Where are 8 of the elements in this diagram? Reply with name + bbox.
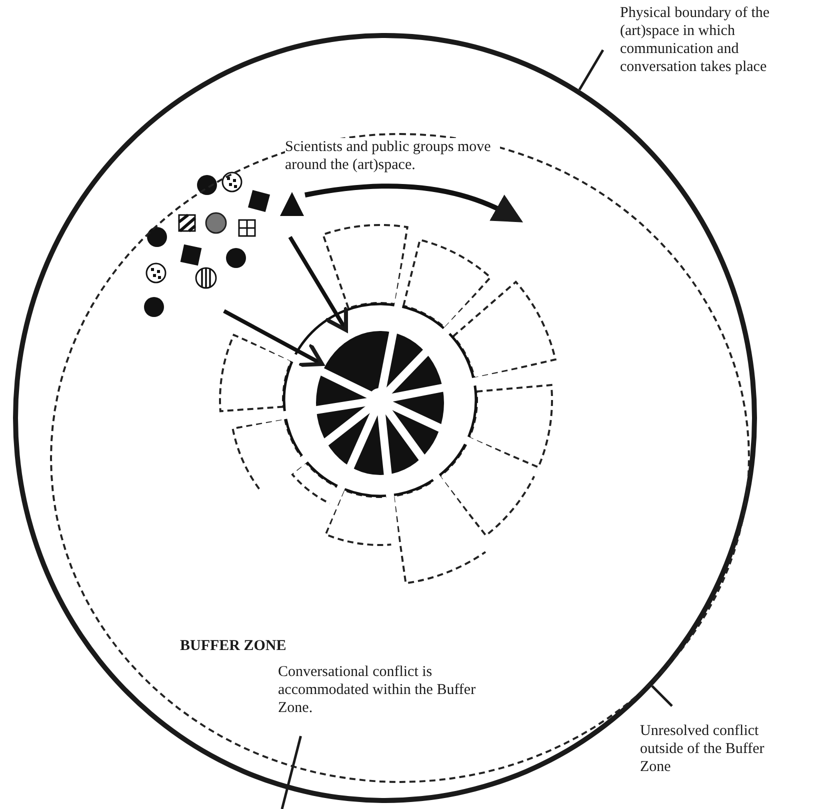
leader-line <box>651 685 673 707</box>
callout-text: Physical boundary of the (art)space in which communication and conversation takes place <box>620 5 770 75</box>
callout-text: Unresolved conflict outside of the Buffer Zone <box>640 723 764 775</box>
note-text: Scientists and public groups move around the (art)space. <box>285 138 500 174</box>
leader-line <box>578 49 604 90</box>
zone-note: Conversational conflict is accommodated within the Buffer Zone. <box>278 663 477 717</box>
leader-line <box>280 736 302 809</box>
zone-heading: BUFFER ZONE <box>180 637 286 655</box>
